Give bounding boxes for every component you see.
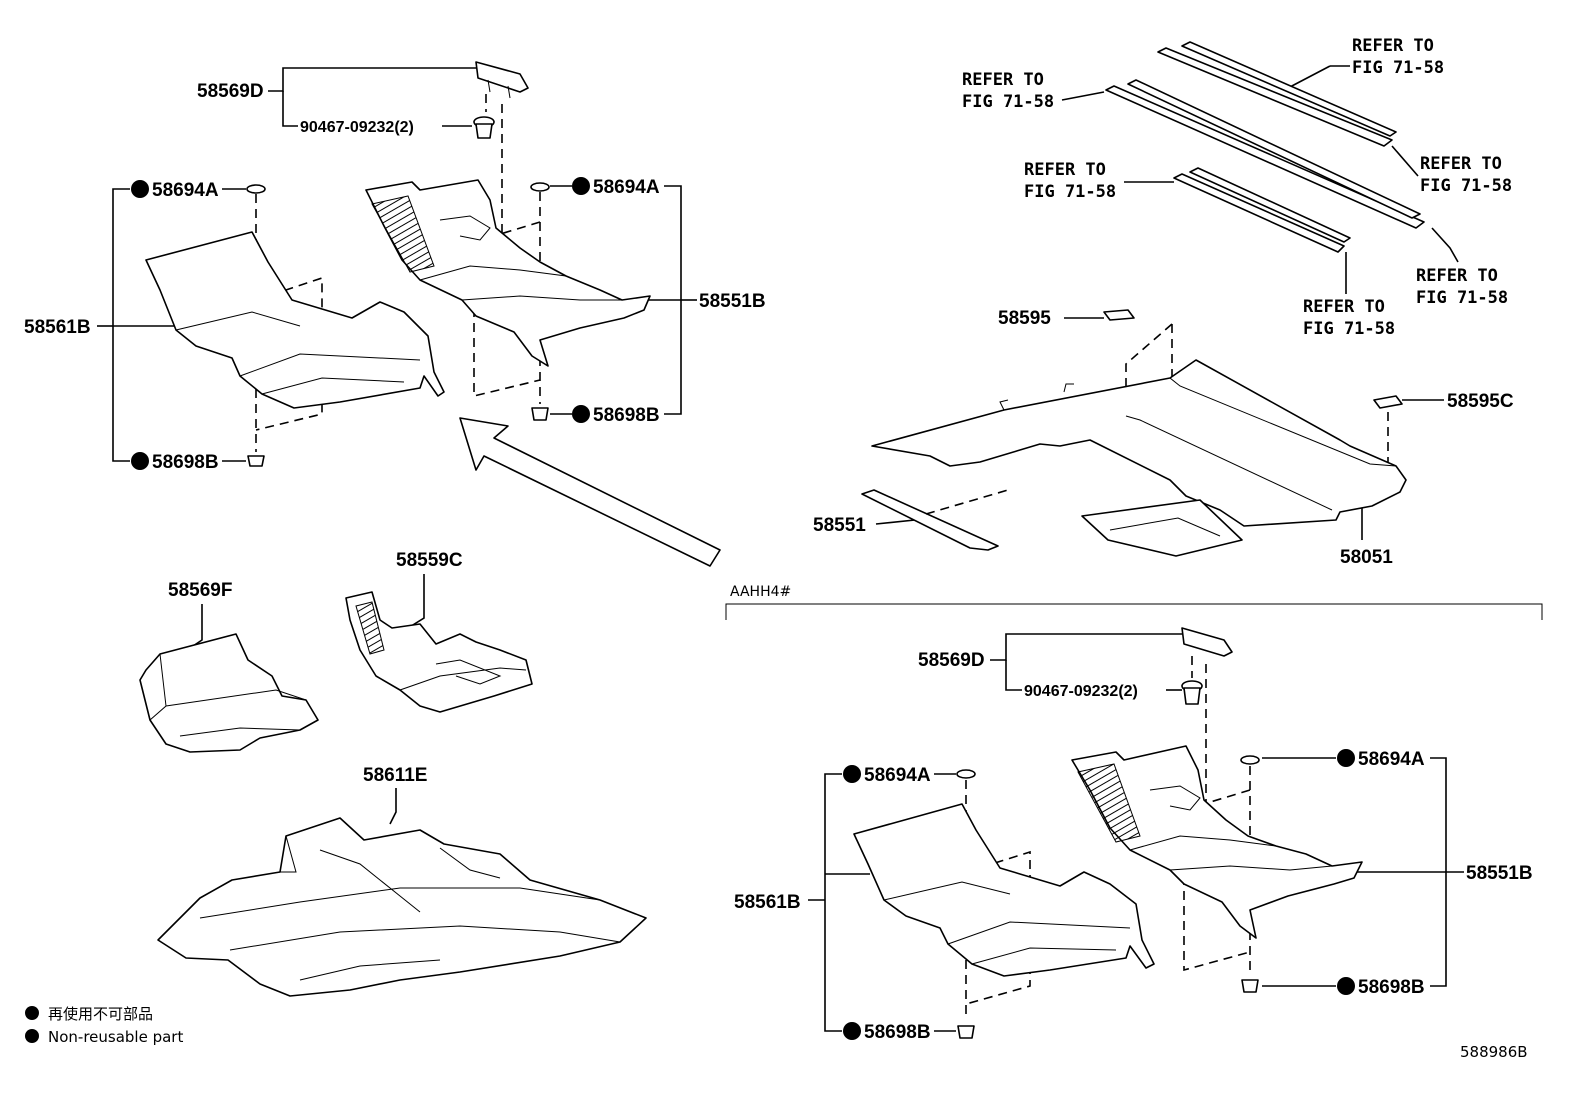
label-90467-bottom[interactable]: 90467-09232(2): [1024, 683, 1138, 700]
fastener-58694A-tc: [530, 182, 550, 192]
refer-6-line2[interactable]: FIG 71-58: [1303, 319, 1395, 339]
label-58694A-br[interactable]: 58694A: [1358, 749, 1425, 770]
trim-58551: [861, 489, 999, 551]
label-58551B-bottom[interactable]: 58551B: [1466, 863, 1533, 884]
scuff-rails: [1105, 41, 1425, 253]
label-58561B-top[interactable]: 58561B: [24, 317, 91, 338]
fastener-58694A-bl: [956, 769, 976, 779]
fastener-58698B-tc: [531, 407, 549, 421]
label-58694A-tc[interactable]: 58694A: [593, 177, 660, 198]
clip-58569D-top: [475, 61, 529, 93]
group-optional-mats: 58569F 58559C 58611E: [139, 550, 647, 997]
carpet-rear-flap: [1081, 499, 1243, 557]
fastener-58698B-br: [1241, 979, 1259, 993]
legend-dot-2: [25, 1029, 39, 1043]
mat-58569F: [139, 633, 319, 753]
legend-text-jp: 再使用不可部品: [48, 1005, 153, 1023]
label-58698B-bl[interactable]: 58698B: [864, 1022, 931, 1043]
label-58595C[interactable]: 58595C: [1447, 391, 1514, 412]
label-58611E[interactable]: 58611E: [363, 765, 427, 786]
label-58551[interactable]: 58551: [813, 515, 866, 536]
label-58698B-br[interactable]: 58698B: [1358, 977, 1425, 998]
group-rear-floor: REFER TO FIG 71-58 REFER TO FIG 71-58 RE…: [813, 36, 1514, 568]
refer-2-line1[interactable]: REFER TO: [962, 70, 1044, 90]
refer-5-line2[interactable]: FIG 71-58: [1416, 288, 1508, 308]
label-58551B-top[interactable]: 58551B: [699, 291, 766, 312]
legend-dot-1: [25, 1006, 39, 1020]
label-58561B-bottom[interactable]: 58561B: [734, 892, 801, 913]
refer-3-line1[interactable]: REFER TO: [1420, 154, 1502, 174]
fastener-58698B-bl: [957, 1025, 975, 1039]
section-label-aahh4[interactable]: AAHH4#: [730, 584, 791, 600]
group-front-mats-top: 58569D 90467-09232(2) 58561B 58694A 5869…: [24, 61, 766, 567]
label-58698B-tc[interactable]: 58698B: [593, 405, 660, 426]
refer-4-line2[interactable]: FIG 71-58: [1024, 182, 1116, 202]
label-58698B-tl[interactable]: 58698B: [152, 452, 219, 473]
grommet-90467-bottom: [1181, 680, 1203, 705]
legend: 再使用不可部品 Non-reusable part: [25, 1005, 183, 1046]
refer-3-line2[interactable]: FIG 71-58: [1420, 176, 1512, 196]
floor-mat-58561B-top: [145, 231, 445, 409]
grommet-90467-top: [473, 116, 495, 139]
group-aahh4: AAHH4# 58569D 90467-09232(2) 58561B 5869…: [725, 584, 1543, 1043]
carpet-58611E: [157, 817, 647, 997]
clip-58569D-bottom: [1181, 627, 1233, 657]
label-58694A-tl[interactable]: 58694A: [152, 180, 219, 201]
refer-5-line1[interactable]: REFER TO: [1416, 266, 1498, 286]
label-58559C[interactable]: 58559C: [396, 550, 463, 571]
figure-id: 588986B: [1460, 1043, 1528, 1061]
refer-1-line1[interactable]: REFER TO: [1352, 36, 1434, 56]
label-58569D-bottom[interactable]: 58569D: [918, 650, 985, 671]
refer-6-line1[interactable]: REFER TO: [1303, 297, 1385, 317]
clip-58595C: [1373, 395, 1403, 409]
label-58569D-top[interactable]: 58569D: [197, 81, 264, 102]
label-58569F[interactable]: 58569F: [168, 580, 232, 601]
refer-4-line1[interactable]: REFER TO: [1024, 160, 1106, 180]
refer-1-line2[interactable]: FIG 71-58: [1352, 58, 1444, 78]
fastener-58694A-tl: [246, 184, 266, 194]
fastener-58698B-tl: [247, 455, 265, 467]
floor-carpet-58051: [871, 359, 1407, 527]
label-58595[interactable]: 58595: [998, 308, 1051, 329]
refer-2-line2[interactable]: FIG 71-58: [962, 92, 1054, 112]
label-58694A-bl[interactable]: 58694A: [864, 765, 931, 786]
fastener-58694A-br: [1240, 755, 1260, 765]
legend-text-en: Non-reusable part: [48, 1028, 183, 1046]
floor-mat-58561B-bottom: [853, 803, 1155, 977]
clip-58595: [1103, 309, 1135, 321]
label-58051[interactable]: 58051: [1340, 547, 1393, 568]
direction-arrow: [459, 417, 721, 567]
label-90467-top[interactable]: 90467-09232(2): [300, 119, 414, 136]
